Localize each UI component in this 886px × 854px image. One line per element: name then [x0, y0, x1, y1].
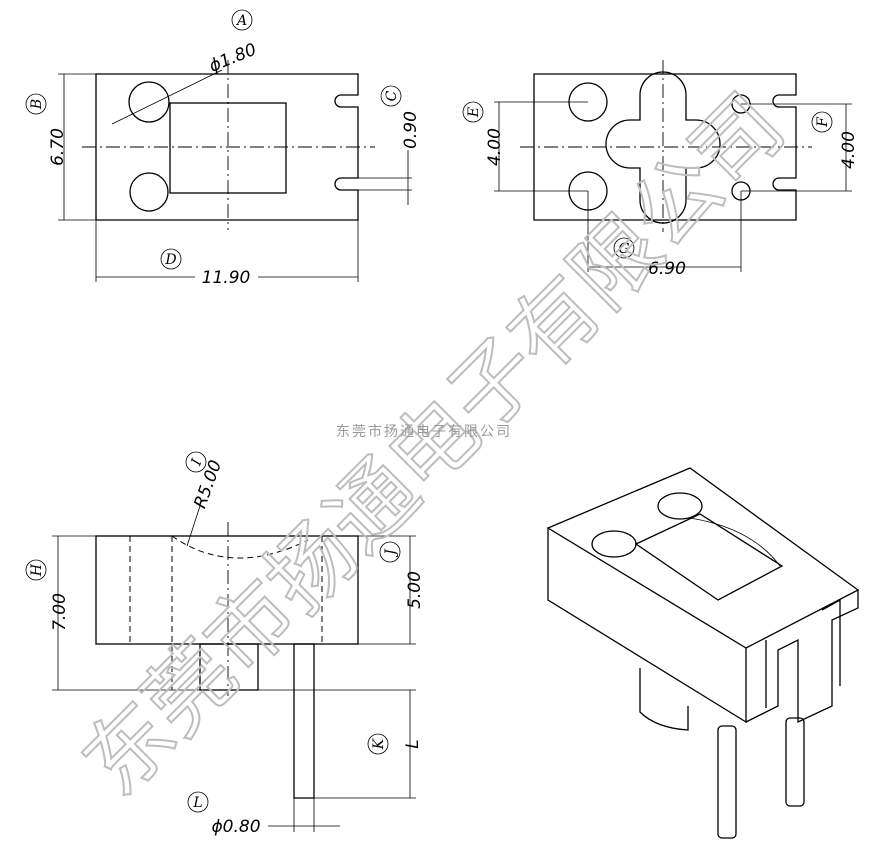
dim-pin-diameter: ϕ0.80 [211, 817, 260, 837]
bottom-view-outline [533, 73, 797, 221]
top-hole-upper [128, 81, 170, 123]
label-circle [367, 733, 389, 755]
label-g: G [618, 241, 629, 257]
dim-left-pitch: 4.00 [485, 128, 505, 166]
label-a: A [235, 13, 247, 29]
label-circle [185, 451, 207, 473]
label-circle [187, 791, 209, 813]
dim-width: 11.90 [202, 268, 251, 288]
iso-cavity [634, 513, 784, 601]
label-circle [25, 559, 47, 581]
label-k: K [371, 737, 387, 750]
iso-hole-front [591, 530, 637, 558]
side-view-pin [293, 643, 315, 799]
iso-slot-line [821, 598, 841, 686]
iso-right-face [745, 590, 859, 724]
label-d: D [164, 252, 176, 268]
watermark-large: 东莞市扬通电子有限公司 [64, 75, 804, 815]
label-e: E [466, 107, 482, 118]
label-l: L [192, 795, 202, 811]
iso-cavity-curve [689, 517, 781, 567]
label-b: B [29, 99, 45, 110]
side-view-boss [199, 643, 259, 691]
iso-top-face [546, 467, 860, 649]
isometric-view [546, 467, 860, 839]
iso-pin-front [717, 725, 737, 839]
iso-boss [639, 668, 689, 731]
dim-pin-length: L [403, 739, 423, 748]
iso-hole-back [657, 492, 703, 520]
label-circle [379, 541, 401, 563]
dim-hole-diameter: ϕ1.80 [206, 40, 259, 77]
label-h: H [29, 563, 45, 577]
label-circle [462, 101, 484, 123]
cavity-arc [171, 535, 309, 559]
label-j: J [383, 548, 399, 558]
dim-right-pitch: 4.00 [839, 131, 859, 169]
label-c: C [384, 90, 400, 101]
dim-slot: 0.90 [401, 111, 421, 149]
label-circle [231, 9, 253, 31]
hole-leader [111, 69, 223, 125]
top-view: A ϕ1.80 B 6.70 C 0.90 D 11.90 [25, 9, 421, 288]
label-circle [380, 85, 402, 107]
label-circle [613, 237, 635, 259]
iso-pin-back [785, 717, 805, 807]
label-circle [25, 93, 47, 115]
side-view: H 7.00 I R5.00 J 5.00 K L L ϕ0.80 [25, 451, 425, 837]
label-i: I [188, 457, 205, 469]
top-hole-lower [129, 172, 169, 212]
label-f: F [815, 116, 831, 128]
dim-side-height: 7.00 [50, 593, 70, 631]
watermark-small: 东莞市扬通电子有限公司 [336, 423, 512, 440]
radius-leader [186, 505, 201, 547]
dim-span: 6.90 [648, 259, 686, 279]
cross-recess [605, 71, 721, 224]
iso-front-face [547, 528, 747, 724]
dim-height: 6.70 [48, 128, 68, 166]
label-circle [160, 248, 182, 270]
dim-body-height: 5.00 [405, 571, 425, 609]
bottom-view: E 4.00 F 4.00 G 6.90 [462, 60, 859, 279]
label-circle [811, 111, 833, 133]
